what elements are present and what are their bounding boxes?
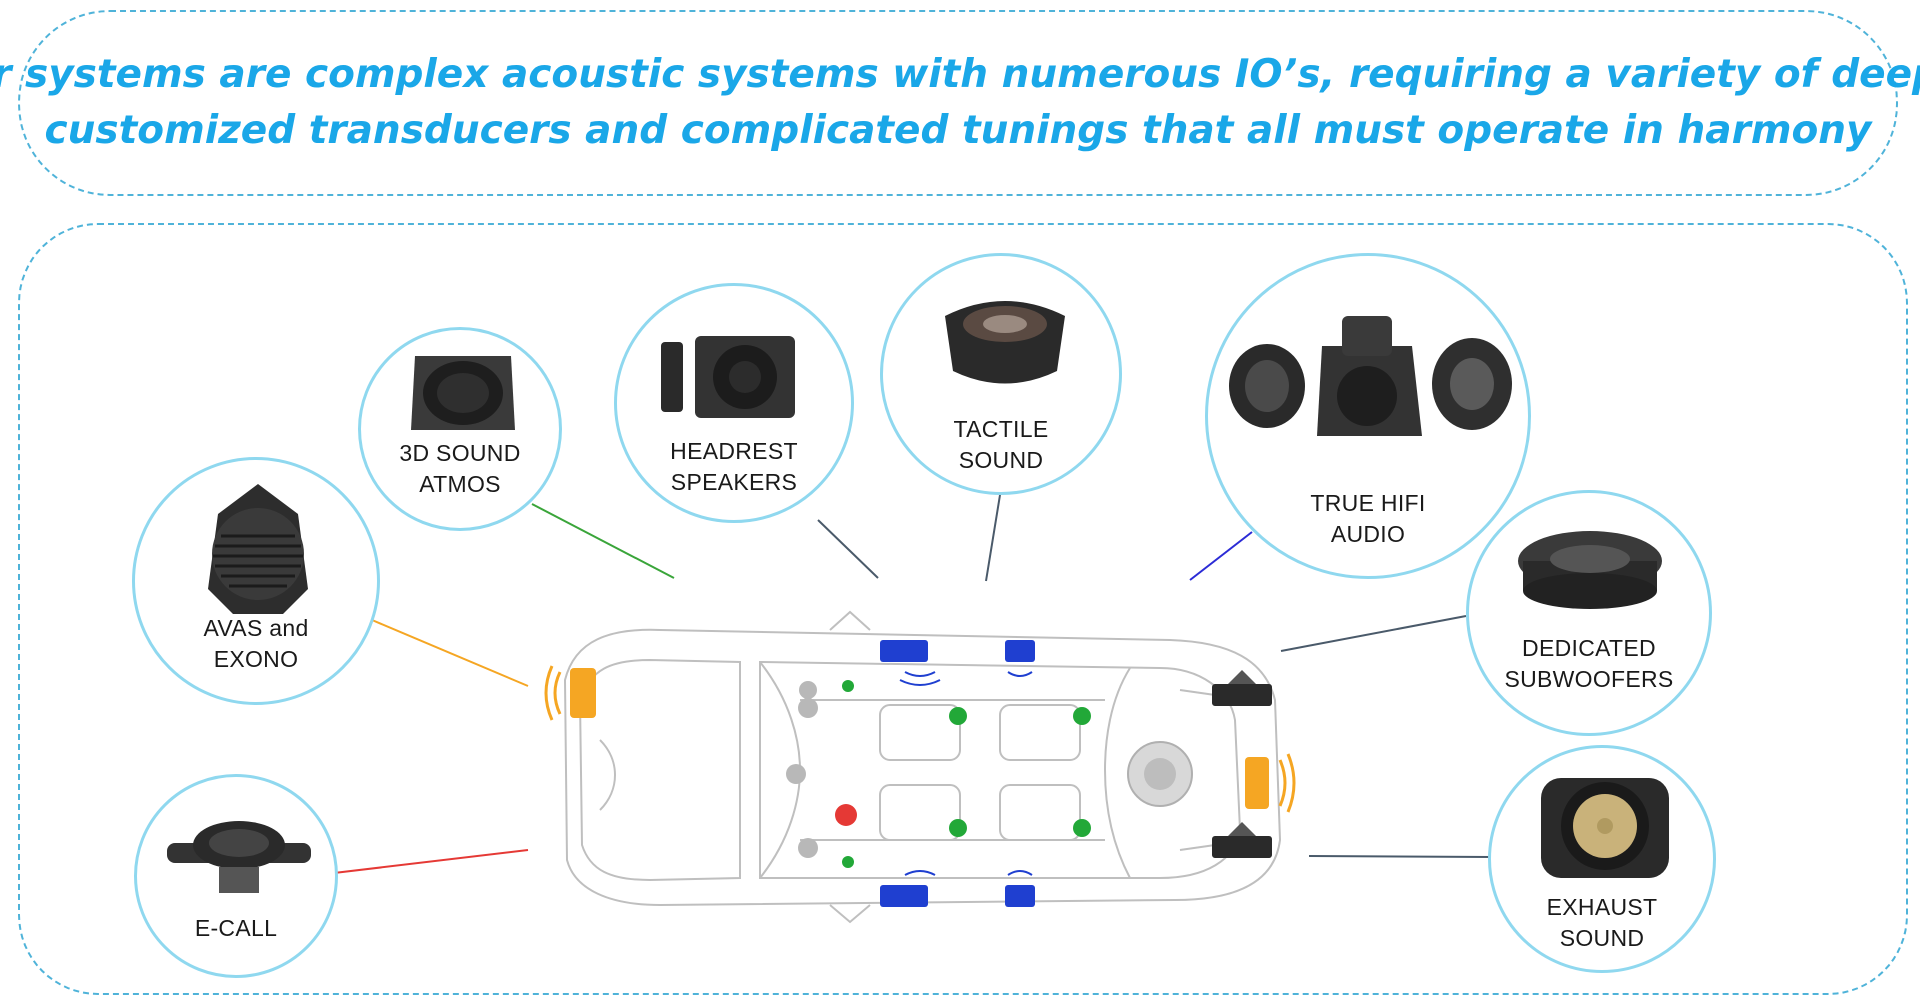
speaker-subwoofer-center xyxy=(1127,741,1193,807)
callout-tactile-line1: TACTILE xyxy=(953,416,1049,442)
diagram-frame xyxy=(18,223,1908,995)
callout-avas-line2: EXONO xyxy=(213,646,299,672)
callout-subwoofers-line1: DEDICATED xyxy=(1522,635,1656,661)
callout-headrest-line2: SPEAKERS xyxy=(670,469,798,495)
callout-headrest-line1: HEADREST xyxy=(670,438,798,464)
callout-exhaust-line1: EXHAUST xyxy=(1546,894,1658,920)
exhaust-speaker-icon xyxy=(1541,778,1669,878)
speaker-ecall xyxy=(835,804,857,826)
headline-line-1: Car systems are complex acoustic systems… xyxy=(0,52,1920,97)
callout-tactile-sound: TACTILE SOUND xyxy=(880,253,1122,495)
speaker-avas-front xyxy=(544,665,596,721)
headline-line-2: customized transducers and complicated t… xyxy=(44,108,1872,153)
connector-avas xyxy=(371,619,529,687)
speaker-headrest-group xyxy=(842,680,1091,868)
callout-atmos-line1: 3D SOUND xyxy=(399,440,521,466)
connector-ecall xyxy=(333,849,529,874)
callout-headrest-speakers: HEADREST SPEAKERS xyxy=(614,283,854,523)
speaker-hifi-door-fr xyxy=(880,870,936,907)
callout-avas-line1: AVAS and xyxy=(203,615,309,641)
subwoofer-icon xyxy=(1518,531,1662,609)
callout-ecall-line1: E-CALL xyxy=(194,915,278,941)
connector-headrest xyxy=(817,519,879,579)
callout-exhaust-sound: EXHAUST SOUND xyxy=(1488,745,1716,973)
speaker-exhaust-rear xyxy=(1245,753,1296,813)
tactile-speaker-icon xyxy=(945,301,1065,384)
callout-avas-exono: AVAS and EXONO xyxy=(132,457,380,705)
speaker-hifi-door-rr xyxy=(1005,870,1035,907)
headrest-speaker-icon xyxy=(661,336,795,418)
atmos-speaker-icon xyxy=(411,356,515,430)
speaker-subwoofer-left xyxy=(1212,670,1272,706)
connector-hifi xyxy=(1189,531,1253,581)
connector-tactile xyxy=(985,494,1001,582)
callout-dedicated-subwoofers: DEDICATED SUBWOOFERS xyxy=(1466,490,1712,736)
speaker-subwoofer-right xyxy=(1212,822,1272,858)
speaker-hifi-door-fl xyxy=(880,640,941,686)
connector-subwoofers xyxy=(1280,615,1467,652)
avas-speaker-icon xyxy=(208,484,308,614)
callout-3d-sound-atmos: 3D SOUND ATMOS xyxy=(358,327,562,531)
speaker-dash-group xyxy=(786,681,818,858)
callout-hifi-line1: TRUE HIFI xyxy=(1310,490,1426,516)
speaker-hifi-door-rl xyxy=(1005,640,1035,677)
callout-subwoofers-line2: SUBWOOFERS xyxy=(1504,666,1674,692)
callout-tactile-line2: SOUND xyxy=(958,447,1044,473)
headline-banner: Car systems are complex acoustic systems… xyxy=(0,10,1920,196)
callout-atmos-line2: ATMOS xyxy=(419,471,501,497)
callout-exhaust-line2: SOUND xyxy=(1559,925,1645,951)
connector-exhaust xyxy=(1308,855,1492,858)
hifi-speaker-set-icon xyxy=(1229,316,1512,436)
callout-e-call: E-CALL xyxy=(134,774,338,978)
callout-true-hifi-audio: TRUE HIFI AUDIO xyxy=(1205,253,1531,579)
callout-hifi-line2: AUDIO xyxy=(1330,521,1406,547)
ecall-speaker-icon xyxy=(167,821,311,893)
connector-atmos xyxy=(531,503,675,579)
